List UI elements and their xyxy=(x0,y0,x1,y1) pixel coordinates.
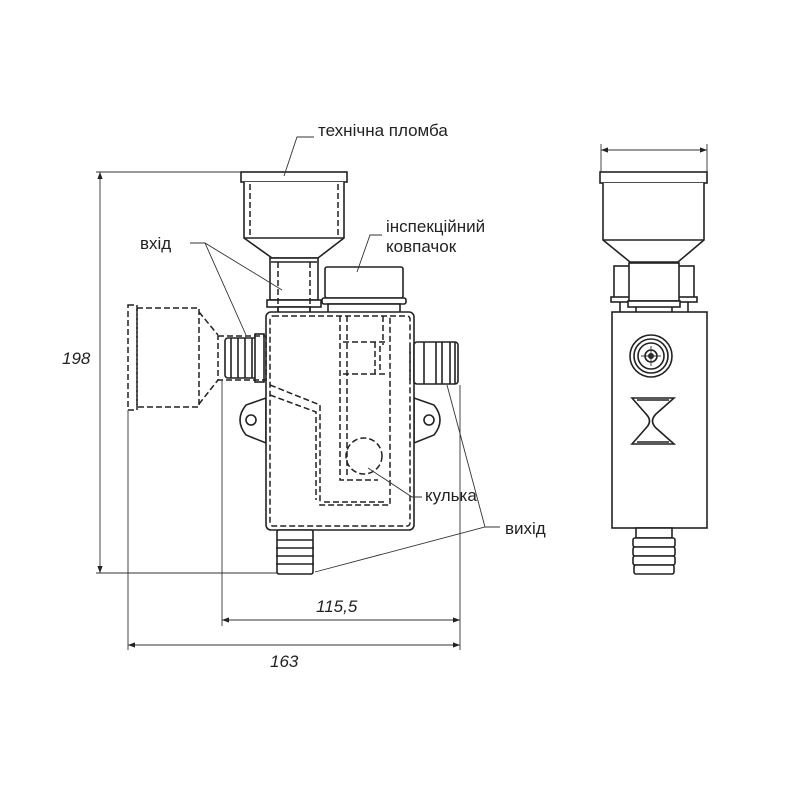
inspection-cap xyxy=(321,266,407,314)
dimension-lines xyxy=(96,144,708,650)
bottom-outlet-fitting xyxy=(276,529,314,575)
inlet-adapter-hidden xyxy=(127,304,219,411)
flow-indicator-icon xyxy=(630,397,677,445)
label-inlet: вхід xyxy=(140,234,171,253)
side-outlet-fitting xyxy=(409,341,459,385)
label-inspection-cap-line2: ковпачок xyxy=(386,237,457,256)
label-technical-seal: технічна пломба xyxy=(318,121,448,140)
inlet-fitting xyxy=(217,333,267,383)
inlet-neck xyxy=(266,257,322,314)
leader-lines xyxy=(190,136,500,573)
label-ball: кулька xyxy=(425,486,477,505)
dimension-total-width: 163 xyxy=(270,652,299,671)
label-outlet: вихід xyxy=(505,519,546,538)
side-bottom-fitting xyxy=(632,527,676,575)
dimension-height: 198 xyxy=(62,349,91,368)
label-inspection-cap-line1: інспекційний xyxy=(386,217,485,236)
housing-body xyxy=(265,311,415,531)
inspection-port-icon xyxy=(629,334,673,378)
dimension-inlet-outlet: 115,5 xyxy=(316,597,358,616)
side-view xyxy=(599,171,708,575)
mounting-ears xyxy=(239,396,441,445)
seal-funnel xyxy=(240,171,348,259)
front-view xyxy=(127,171,459,575)
